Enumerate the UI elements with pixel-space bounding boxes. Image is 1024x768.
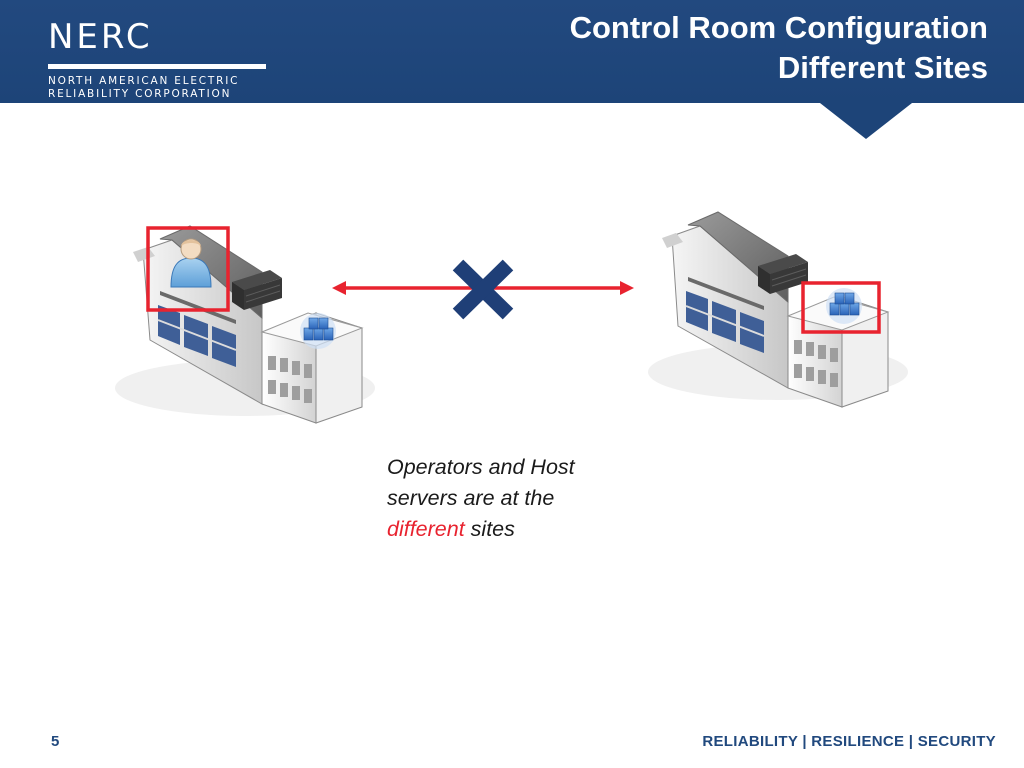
slide-title-line-2: Different Sites [777,50,988,85]
caption-tail: sites [464,517,515,541]
footer-tagline: RELIABILITY | RESILIENCE | SECURITY [702,733,996,750]
rack-device-icon [232,270,282,310]
logo-rule [48,64,266,69]
page-number: 5 [51,733,60,750]
operator-person-icon [170,238,212,288]
logo-wordmark: NERC [48,17,153,57]
slide-title: Control Room Configuration Different Sit… [570,8,988,88]
left-building [115,225,375,424]
right-building [648,211,908,408]
rack-device-icon [758,254,808,294]
server-highlight-box [801,281,881,334]
logo-line-1: NORTH AMERICAN ELECTRIC [48,75,240,87]
slide-title-line-1: Control Room Configuration [569,10,988,45]
caption-line-1: Operators and Host [387,455,575,479]
caption-line-3: different sites [387,514,647,545]
operator-highlight-box [146,226,230,312]
header-notch [820,103,912,139]
server-stack-icon [300,313,336,349]
header-bar [0,0,1024,103]
caption-highlight: different [387,517,465,541]
caption-line-2: servers are at the [387,486,555,510]
right-building-windows [685,277,765,353]
blocked-x-icon [452,259,514,320]
diagram-caption: Operators and Host servers are at the di… [387,452,647,545]
logo-line-2: RELIABILITY CORPORATION [48,88,232,100]
nerc-logo: NERC NORTH AMERICAN ELECTRIC RELIABILITY… [48,18,270,101]
left-building-windows [157,291,237,367]
server-stack-icon [826,288,862,324]
